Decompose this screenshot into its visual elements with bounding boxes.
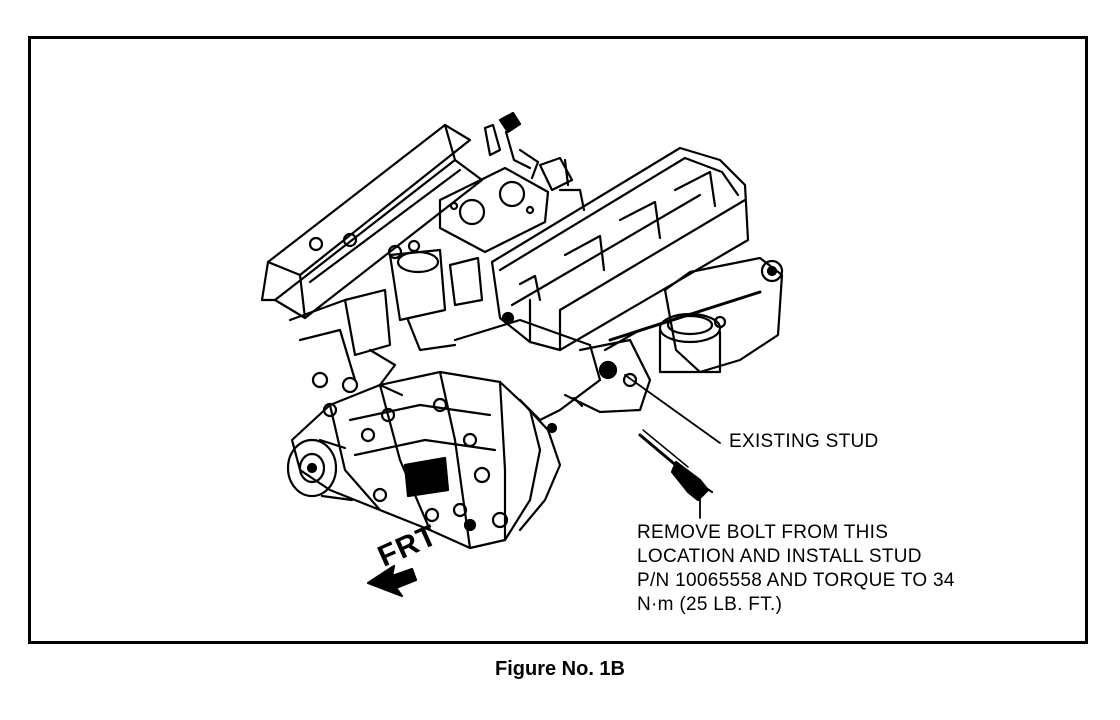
instruction-line: N·m (25 LB. FT.) (637, 594, 783, 615)
instruction-line: P/N 10065558 AND TORQUE TO 34 (637, 570, 955, 591)
stud-part (638, 429, 714, 502)
crank-pulley (286, 438, 354, 502)
top-fittings (483, 111, 586, 212)
leader-lines (624, 374, 721, 519)
engine-block (453, 318, 652, 532)
intake-manifold (260, 123, 484, 320)
throttle-flange (438, 166, 550, 254)
front-direction-arrow-icon (366, 564, 418, 598)
figure-caption: Figure No. 1B (494, 658, 625, 680)
remove-bolt-instruction: REMOVE BOLT FROM THIS LOCATION AND INSTA… (637, 521, 955, 617)
transmission-housing (290, 370, 542, 550)
block-upper-left (288, 248, 484, 397)
figure-frame (28, 36, 1088, 644)
existing-stud-label: EXISTING STUD (729, 431, 879, 452)
instruction-line: REMOVE BOLT FROM THIS (637, 522, 889, 543)
thermostat-housing (603, 256, 784, 374)
instruction-line: LOCATION AND INSTALL STUD (637, 546, 922, 567)
valve-cover (490, 146, 750, 352)
